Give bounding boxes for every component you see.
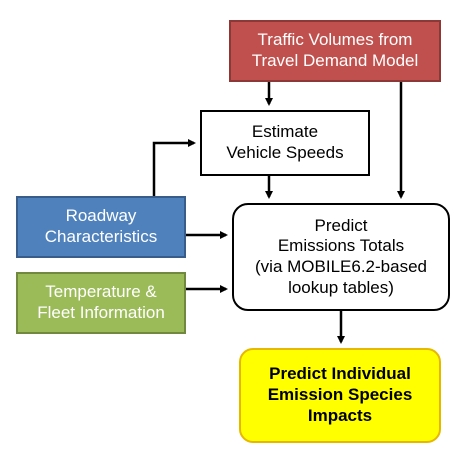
roadway-line-2: Characteristics xyxy=(44,227,158,246)
emissions-line-4: lookup tables) xyxy=(288,277,394,297)
species-line-3: Impacts xyxy=(307,405,373,425)
species-impacts-box: Predict Individual Emission Species Impa… xyxy=(239,348,441,443)
species-line-1: Predict Individual xyxy=(269,364,411,384)
species-line-2: Emission Species xyxy=(267,385,413,405)
roadway-line-1: Roadway xyxy=(65,206,137,226)
traffic-volumes-box: Traffic Volumes from Travel Demand Model xyxy=(229,20,441,82)
traffic-volumes-line-1: Traffic Volumes from xyxy=(257,30,413,50)
emissions-line-2: Emissions Totals xyxy=(277,236,405,256)
emissions-line-1: Predict xyxy=(314,215,368,235)
arrow-roadway-to-speeds xyxy=(152,139,196,196)
estimate-speeds-line-1: Estimate xyxy=(251,122,319,142)
temperature-line-1: Temperature & xyxy=(45,282,157,302)
traffic-volumes-line-2: Travel Demand Model xyxy=(251,51,419,70)
roadway-characteristics-box: Roadway Characteristics xyxy=(16,196,186,258)
emissions-line-3: (via MOBILE6.2-based xyxy=(255,257,427,276)
temperature-line-2: Fleet Information xyxy=(37,303,165,322)
estimate-speeds-box: Estimate Vehicle Speeds xyxy=(200,110,370,176)
emissions-totals-box: Predict Emissions Totals (via MOBILE6.2-… xyxy=(232,203,450,311)
estimate-speeds-line-2: Vehicle Speeds xyxy=(226,143,344,162)
temperature-fleet-box: Temperature & Fleet Information xyxy=(16,272,186,334)
